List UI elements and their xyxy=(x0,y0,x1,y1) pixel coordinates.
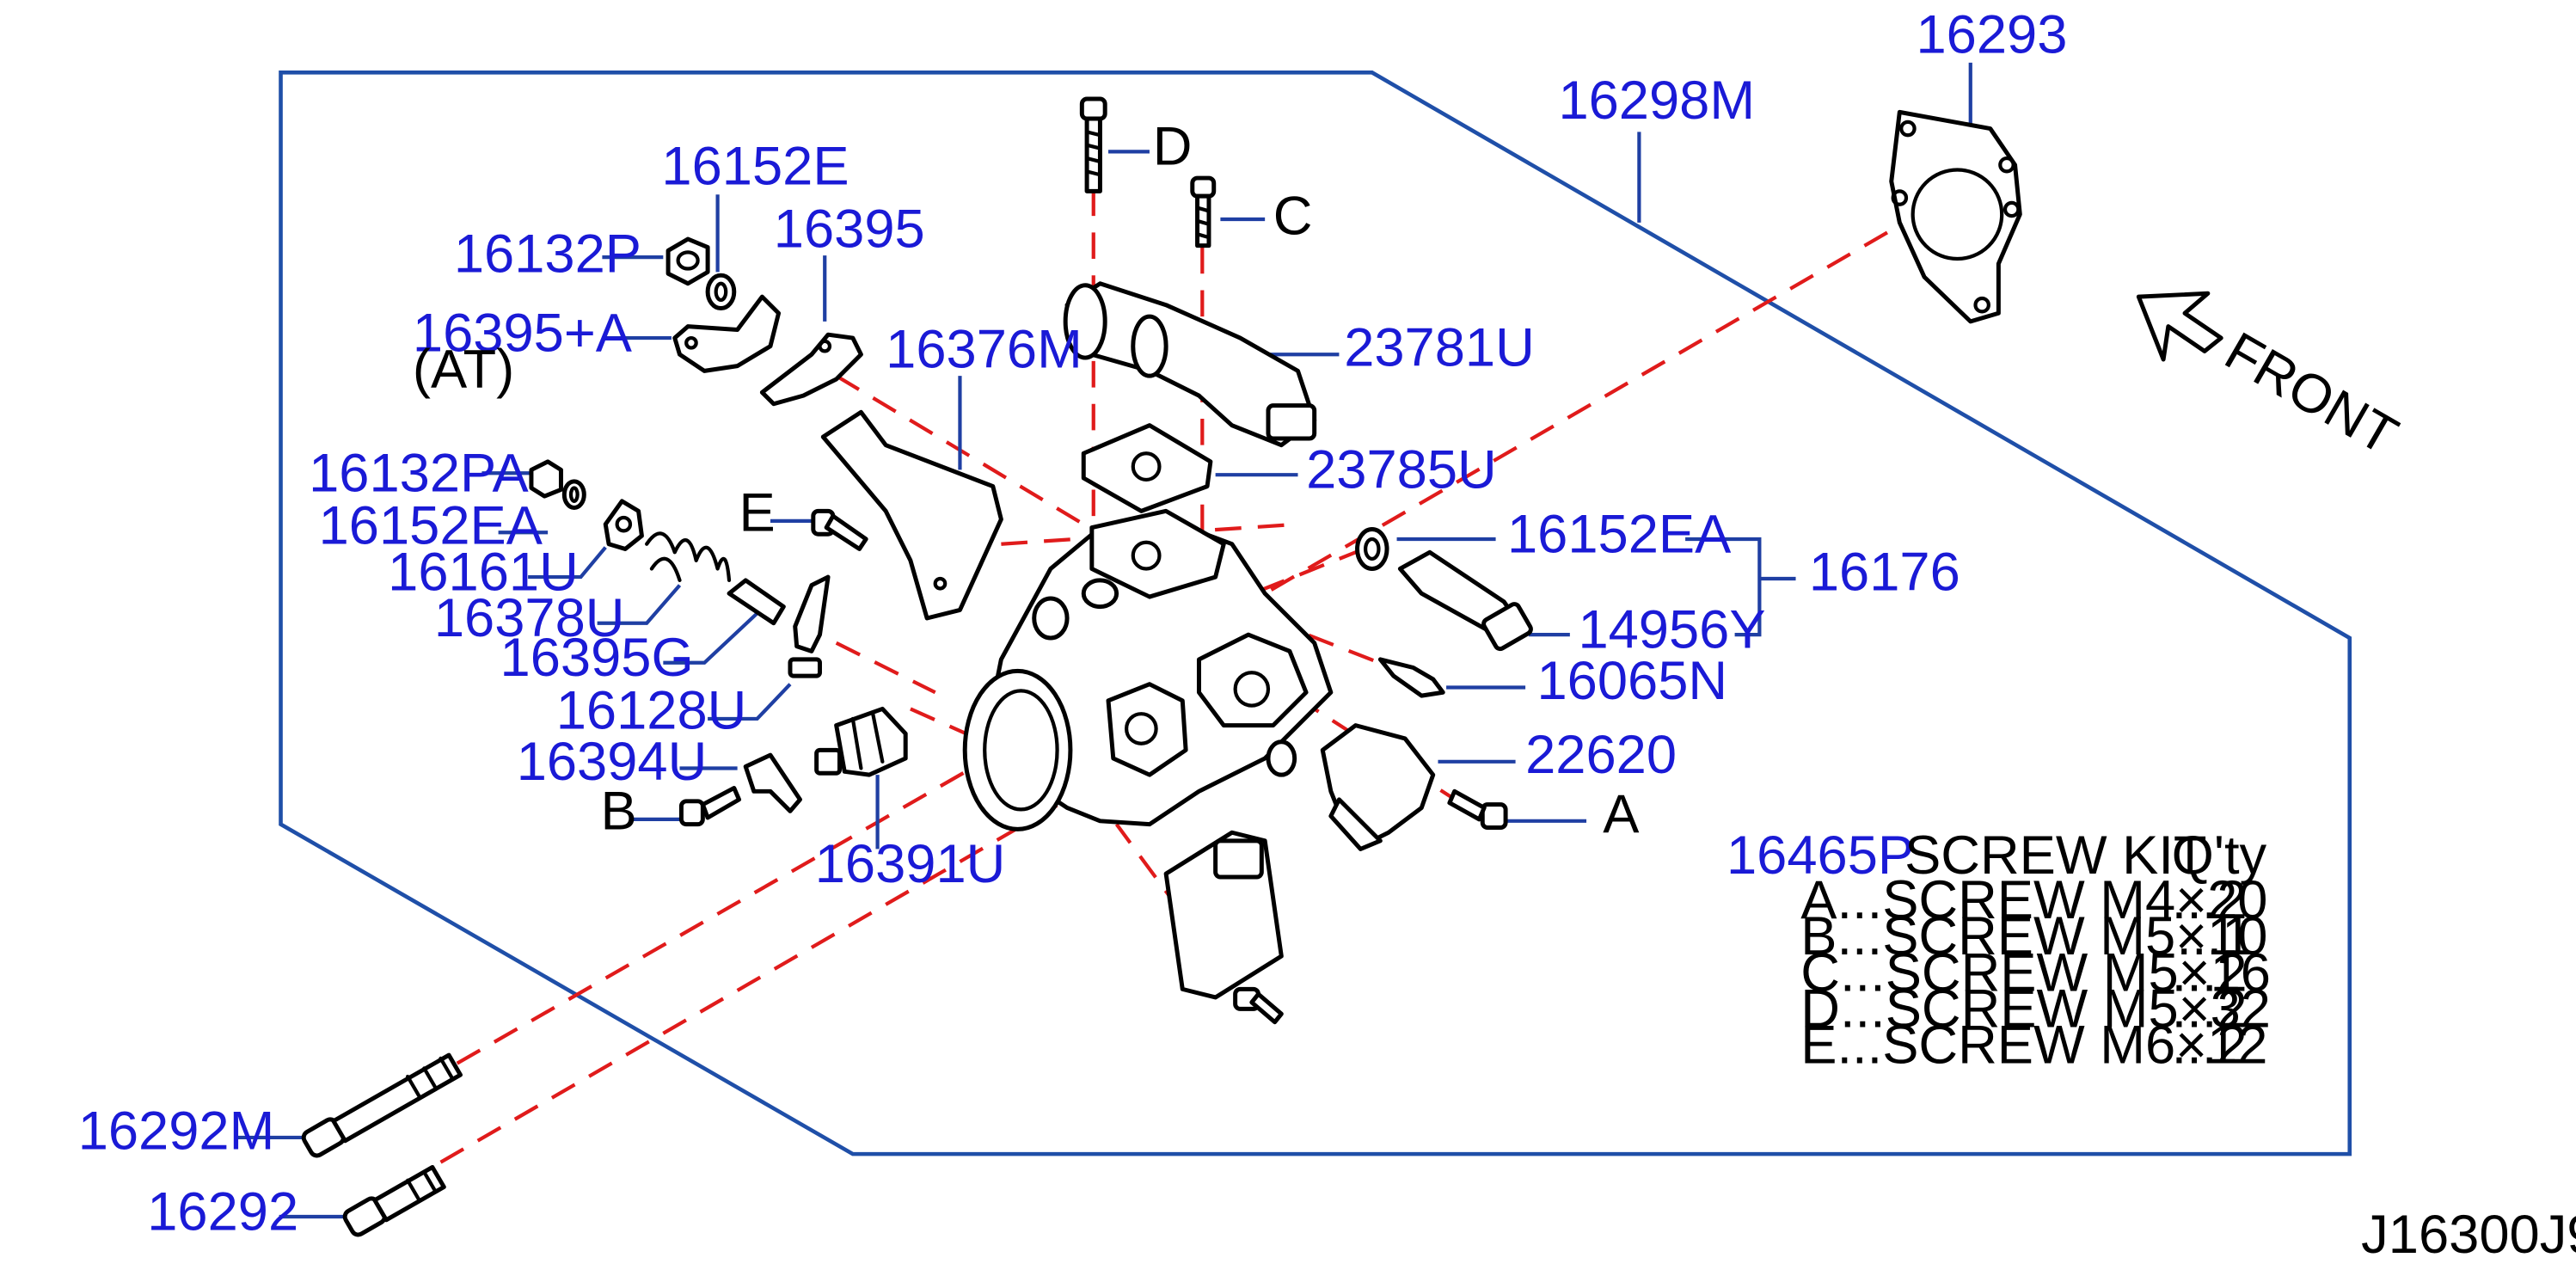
washer-16152e xyxy=(705,273,737,311)
part-number-labels: 16293 16298M 16152E 16132P 16395 16395+A… xyxy=(78,4,2068,1242)
label-16376m: 16376M xyxy=(886,320,1083,380)
spring-16378u xyxy=(645,531,732,583)
kit-row-qty: ...2 xyxy=(2172,1015,2248,1076)
collar-16395g xyxy=(727,578,786,626)
label-16292m: 16292M xyxy=(78,1101,275,1161)
label-23781u: 23781U xyxy=(1344,318,1535,378)
label-at: (AT) xyxy=(413,340,514,400)
kit-row-item: C...SCREW M5×16 xyxy=(1800,942,2271,1003)
screw-kit-table: SCREW KIT Q'ty A...SCREW M4×20 ...2 B...… xyxy=(1800,825,2271,1075)
label-16293: 16293 xyxy=(1916,4,2067,64)
label-16152ea-right: 16152EA xyxy=(1507,504,1732,564)
front-arrow-icon xyxy=(2136,291,2223,362)
label-14956y: 14956Y xyxy=(1578,600,1765,660)
label-16128u: 16128U xyxy=(556,680,747,740)
letter-a: A xyxy=(1603,784,1640,844)
gasket-23785u xyxy=(1081,423,1213,513)
label-16161u: 16161U xyxy=(388,542,579,602)
kit-row-qty: ...1 xyxy=(2176,906,2252,966)
throttle-position-sensor-22620 xyxy=(1320,723,1436,851)
letter-c: C xyxy=(1273,186,1313,246)
label-16152e: 16152E xyxy=(661,137,849,197)
nut-16132pa xyxy=(529,459,563,499)
leader-lines xyxy=(237,62,1972,1219)
plate-16161u xyxy=(603,499,644,551)
nut-16132p xyxy=(665,236,710,286)
bracket-16376m xyxy=(820,409,1003,621)
bolt-16292 xyxy=(342,1164,446,1237)
label-23785u: 23785U xyxy=(1306,440,1497,500)
kit-row-qty: ...2 xyxy=(2172,942,2248,1003)
assembly-frame xyxy=(279,71,2352,1156)
stopper-16128u xyxy=(788,574,831,678)
kit-row-item: A...SCREW M4×20 xyxy=(1800,870,2267,930)
label-16298m: 16298M xyxy=(1558,71,1755,131)
screw-d-top xyxy=(1079,96,1107,193)
label-16395a: 16395+A xyxy=(413,303,633,363)
label-16391u: 16391U xyxy=(815,834,1006,894)
label-16065n: 16065N xyxy=(1537,651,1728,711)
label-16132p: 16132P xyxy=(454,224,641,284)
throttle-body-housing xyxy=(962,508,1334,831)
connector-module xyxy=(1163,830,1284,1025)
screw-c-top xyxy=(1190,175,1217,248)
letter-d: D xyxy=(1153,117,1193,177)
clip-16394u xyxy=(743,752,802,813)
kit-row-item: D...SCREW M5×32 xyxy=(1800,978,2271,1039)
parts-drawings xyxy=(301,96,2223,1237)
letter-b: B xyxy=(600,781,636,841)
label-16465p: 16465P xyxy=(1727,825,1914,886)
front-label: FRONT xyxy=(2215,321,2407,467)
kit-row-item: E...SCREW M6×12 xyxy=(1800,1015,2267,1076)
label-16292: 16292 xyxy=(147,1181,298,1242)
label-16395g: 16395G xyxy=(500,628,694,688)
label-16132pa: 16132PA xyxy=(309,443,529,503)
kit-row-item: B...SCREW M5×10 xyxy=(1800,906,2267,966)
plug-16065n xyxy=(1377,657,1445,698)
dashpot-16391u xyxy=(814,706,908,777)
throttle-drum-16395 xyxy=(759,332,863,407)
gasket-16293 xyxy=(1889,109,2022,324)
label-16378u: 16378U xyxy=(434,588,625,648)
idle-air-control-valve-23781u xyxy=(1063,281,1317,448)
washer-16152ea-right xyxy=(1355,526,1389,571)
diagram-code: J16300J9 xyxy=(2361,1205,2576,1265)
kit-row-qty: ...2 xyxy=(2172,978,2248,1039)
label-16395: 16395 xyxy=(774,199,925,260)
washer-16152ea-left xyxy=(561,479,586,511)
screw-a xyxy=(1447,788,1508,830)
lever-16395a xyxy=(672,294,782,373)
label-16152ea-left: 16152EA xyxy=(319,496,543,556)
kit-title: SCREW KIT xyxy=(1904,825,2206,886)
bolt-16292m xyxy=(301,1052,463,1158)
label-16394u: 16394U xyxy=(517,732,708,792)
screw-letter-labels: D C E B A xyxy=(600,117,1640,845)
label-16176: 16176 xyxy=(1809,542,1960,602)
kit-row-qty: ...2 xyxy=(2172,870,2248,930)
screw-e xyxy=(811,508,868,551)
screw-b xyxy=(678,785,742,827)
letter-e: E xyxy=(739,482,776,543)
kit-qty-header: Q'ty xyxy=(2172,825,2267,886)
sensor-14956y xyxy=(1397,549,1533,652)
label-22620: 22620 xyxy=(1525,725,1677,785)
